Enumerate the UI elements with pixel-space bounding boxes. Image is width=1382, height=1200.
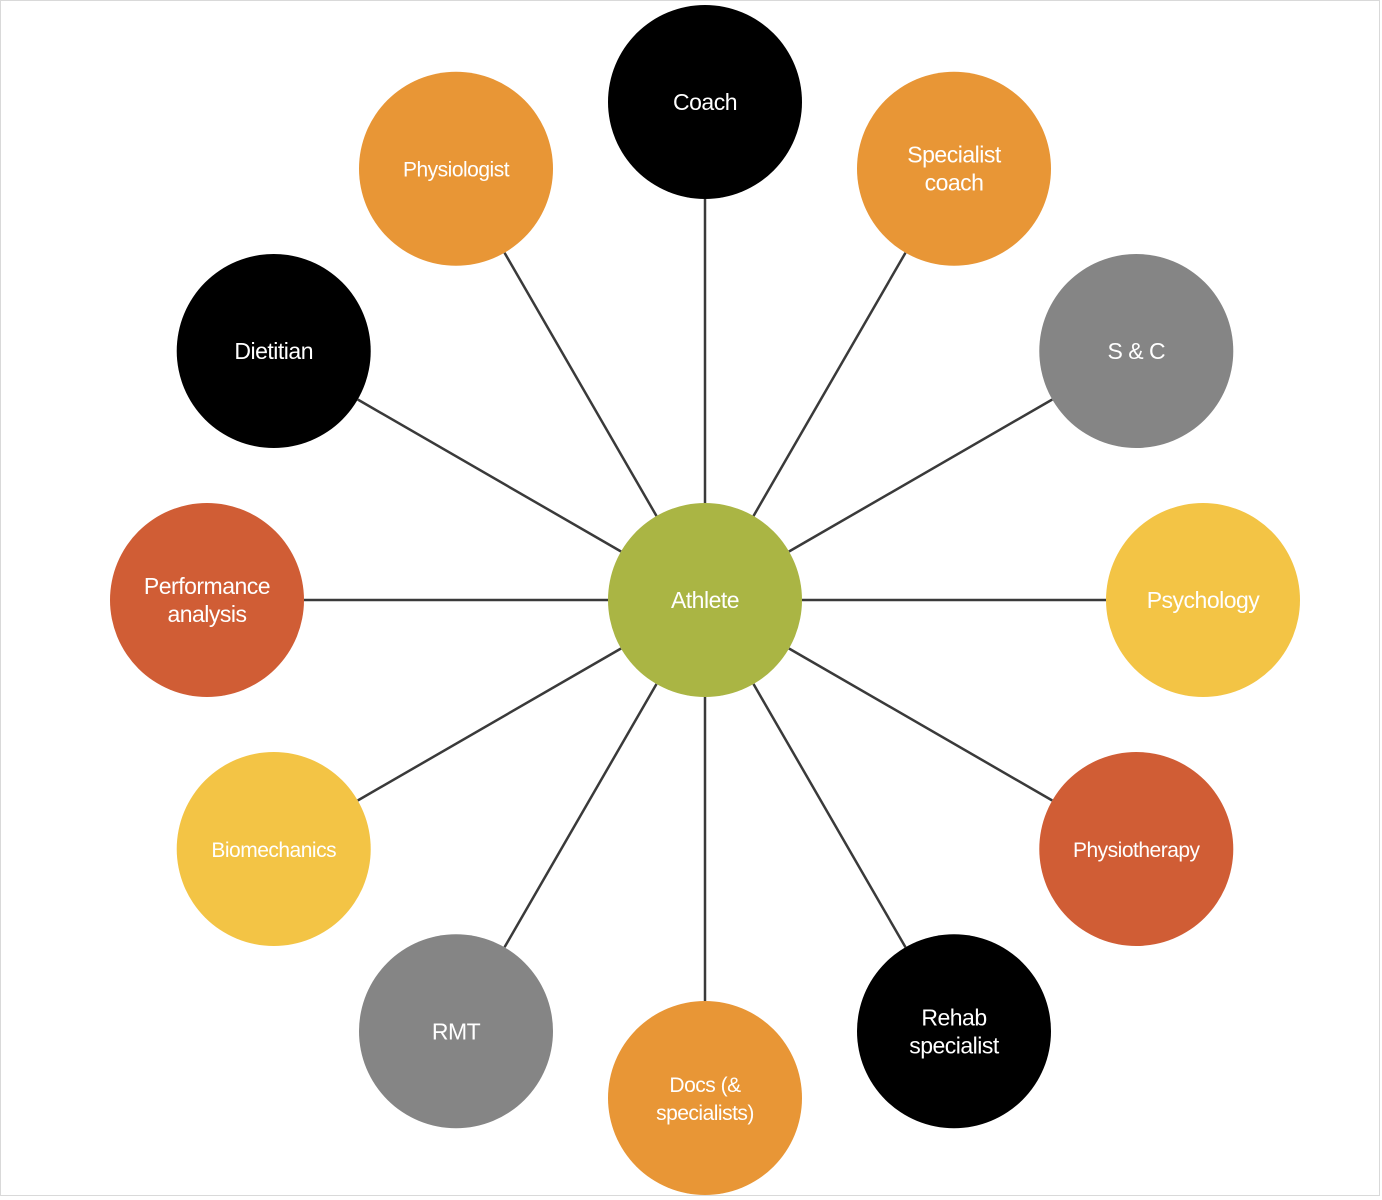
performance-analysis-circle xyxy=(110,503,304,697)
spoke-specialist-coach xyxy=(752,252,907,517)
node-athlete: Athlete xyxy=(608,503,802,697)
rehab-specialist-label: specialist xyxy=(909,1032,1000,1058)
node-rmt: RMT xyxy=(359,934,553,1129)
specialist-coach-label: coach xyxy=(925,170,984,196)
node-physiologist: Physiologist xyxy=(359,71,553,266)
dietitian-label: Dietitian xyxy=(234,338,313,364)
node-psychology: Psychology xyxy=(1106,503,1300,697)
node-physiotherapy: Physiotherapy xyxy=(1039,752,1234,946)
docs-specialists-label: specialists) xyxy=(656,1102,754,1125)
performance-analysis-label: Performance xyxy=(144,573,270,599)
biomechanics-label: Biomechanics xyxy=(211,839,336,862)
spoke-rmt xyxy=(503,683,658,948)
s-and-c-circle xyxy=(1039,254,1234,448)
coach-label: Coach xyxy=(673,89,737,115)
biomechanics-circle xyxy=(176,752,371,946)
spoke-biomechanics xyxy=(357,647,622,802)
s-and-c-label: S & C xyxy=(1107,338,1165,364)
psychology-label: Psychology xyxy=(1147,587,1261,613)
rehab-specialist-label: Rehab xyxy=(921,1004,986,1030)
physiotherapy-label: Physiotherapy xyxy=(1073,839,1201,862)
physiologist-label: Physiologist xyxy=(403,159,510,182)
coach-circle xyxy=(608,5,802,199)
spoke-dietitian xyxy=(357,398,622,553)
specialist-coach-label: Specialist xyxy=(907,142,1002,168)
dietitian-circle xyxy=(176,254,371,448)
spoke-s-and-c xyxy=(788,398,1053,553)
docs-specialists-circle xyxy=(608,1001,802,1195)
node-dietitian: Dietitian xyxy=(176,254,371,448)
spoke-physiologist xyxy=(503,252,658,517)
rmt-circle xyxy=(359,934,553,1129)
physiotherapy-circle xyxy=(1039,752,1234,946)
docs-specialists-label: Docs (& xyxy=(669,1074,741,1097)
node-s-and-c: S & C xyxy=(1039,254,1234,448)
athlete-circle xyxy=(608,503,802,697)
node-coach: Coach xyxy=(608,5,802,199)
rmt-label: RMT xyxy=(432,1018,481,1044)
spoke-rehab-specialist xyxy=(752,683,907,948)
performance-analysis-label: analysis xyxy=(167,601,246,627)
spokes xyxy=(304,199,1106,1001)
physiologist-circle xyxy=(359,71,553,266)
node-docs-specialists: Docs (& specialists) xyxy=(608,1001,802,1195)
specialist-coach-circle xyxy=(857,71,1051,266)
node-biomechanics: Biomechanics xyxy=(176,752,371,946)
rehab-specialist-circle xyxy=(857,934,1051,1129)
spoke-physiotherapy xyxy=(788,647,1053,802)
athlete-label: Athlete xyxy=(671,587,739,613)
psychology-circle xyxy=(1106,503,1300,697)
